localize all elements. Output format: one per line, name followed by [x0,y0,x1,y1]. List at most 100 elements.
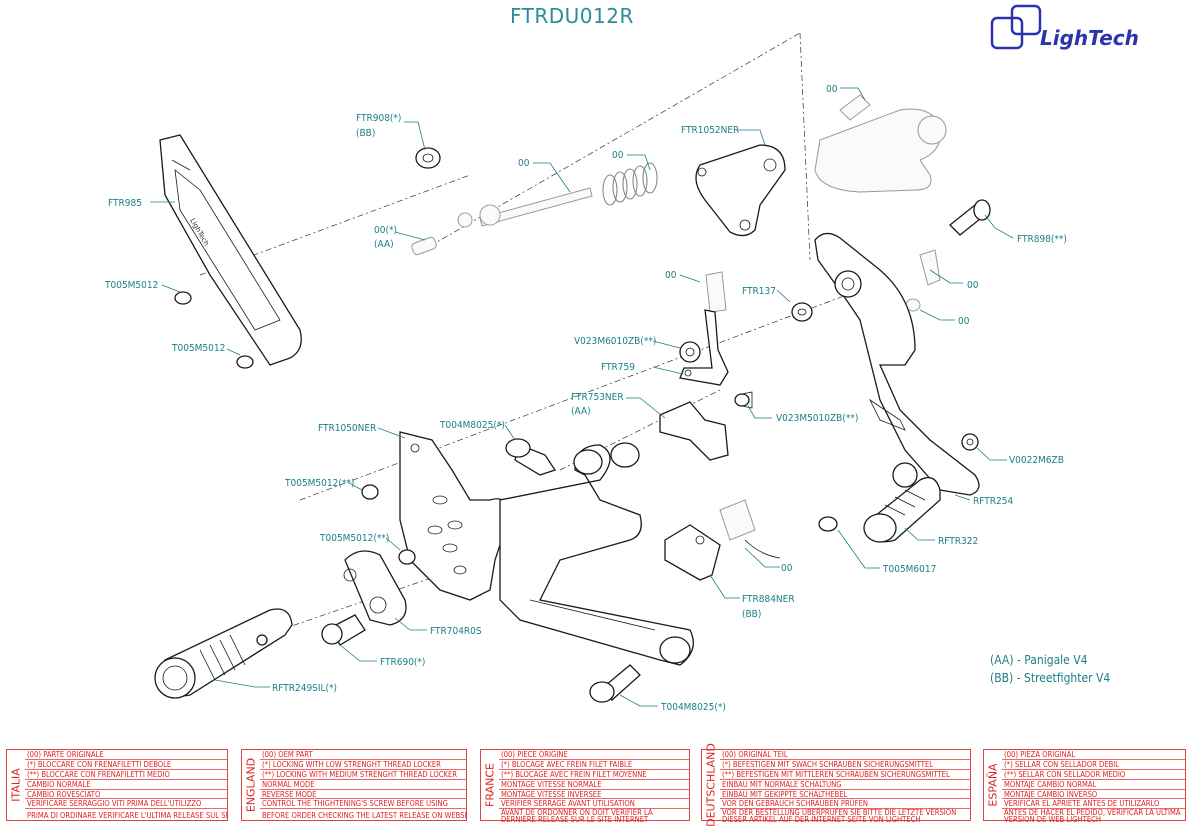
screw-t005m5012-d [398,549,416,565]
link-ftr704r0s [343,550,407,626]
lang-name: ESPAÑA [986,763,1000,807]
label-rftr322: RFTR322 [938,536,978,547]
label-t005m5012-c: T005M5012(**) [284,478,354,489]
part-labels: FTR908(*) (BB) 00 00 FTR1052NER 00 00(*)… [104,84,1067,713]
note-line: EINBAU MIT NORMALE SCHALTUNG [720,780,970,790]
note-line: NORMAL MODE [260,780,466,790]
bracket-ftr753ner [659,401,729,461]
label-ftr985: FTR985 [108,198,142,209]
note-line: (00) PARTE ORIGINALE [25,750,227,760]
notes-france: FRANCE (00) PIECE ORIGINE (*) BLOCAGE AV… [480,749,690,824]
shift-lever [499,442,694,666]
label-t005m6017: T005M6017 [882,564,936,575]
label-bb-2: (BB) [742,609,761,620]
note-line: VERIFICAR EL APRIETE ANTES DE UTILIZARLO [1002,799,1185,810]
label-t005m5012-b: T005M5012 [171,343,225,354]
oem-pushrod [411,187,593,256]
label-ftr908: FTR908(*) [356,113,401,124]
screw-v023m6010zb [679,341,701,363]
bracket-ftr884ner [664,524,721,581]
label-oo-spring: 00 [612,150,624,161]
label-t005m5012-a: T005M5012 [104,280,158,291]
oem-pin-right [905,249,941,312]
brand-mark-icon [990,4,1042,50]
note-line: (*) SELLAR CON SELLADOR DEBIL [1002,760,1185,770]
note-line: (**) BLOCAGE AVEC FREIN FILET MOYENNE [499,770,689,780]
label-t005m5012-d: T005M5012(**) [319,533,389,544]
rearset-plate-ftr1050ner [399,431,511,601]
label-oo-aa: 00(*) [374,225,397,236]
washer-ftr137 [791,302,813,322]
heel-guard-ftr985: LighTech [159,134,302,366]
note-line: CAMBIO NORMALE [25,780,227,790]
nut-v0022m6zb [961,433,979,451]
oem-master-cylinder [814,94,947,193]
note-line: VOR DER BESTELLUNG ÜBERPRÜFEN SIE BITTE … [722,809,957,824]
note-line: VOR DEN GEBRAUCH SCHRAUBEN PRÜFEN [720,799,970,810]
note-line: (**) LOCKING WITH MEDIUM STRENGHT THREAD… [260,770,466,780]
label-t004m8025-b: T004M8025(*) [660,702,726,713]
screw-t005m5012-a [174,291,192,305]
brake-peg-rftr322 [863,462,941,543]
page-title: FTRDU012R [510,4,634,28]
label-v023m6010zb: V023M6010ZB(**) [574,336,656,347]
note-line: MONTAGE VITESSE NORMALE [499,780,689,790]
label-oo-block: 00 [665,270,677,281]
note-line: MONTAGE VITESSE INVERSEE [499,790,689,800]
legend-aa: (AA) - Panigale V4 [990,653,1088,667]
label-ftr704r0s: FTR704R0S [430,626,482,637]
note-line: ANTES DE HACER EL PEDIDO, VERIFICAR LA U… [1004,809,1181,824]
bolt-ftr898 [949,199,991,236]
label-ftr759: FTR759 [601,362,635,373]
label-v0022m6zb: V0022M6ZB [1009,455,1064,466]
note-line: VERIFICARE SERRAGGIO VITI PRIMA DELL'UTI… [25,799,227,810]
note-line: (*) BLOCAGE AVEC FREIN FILET FAIBLE [499,760,689,770]
label-ftr690: FTR690(*) [380,657,425,668]
label-oo-switch: 00 [781,563,793,574]
lang-name: ENGLAND [244,757,258,813]
note-line: (00) PIECE ORIGINE [499,750,689,760]
label-aa-1: (AA) [374,239,394,250]
label-bb-1: (BB) [356,128,375,139]
note-line: MONTAJE CAMBIO INVERSO [1002,790,1185,800]
brake-lever-rftr254 [814,232,980,496]
note-line: PRIMA DI ORDINARE VERIFICARE L'ULTIMA RE… [27,811,227,821]
note-line: MONTAJE CAMBIO NORMAL [1002,780,1185,790]
label-oo-r1: 00 [967,280,979,291]
label-oo-pushrod: 00 [518,158,530,169]
legend-bb: (BB) - Streetfighter V4 [990,671,1111,685]
label-rftr249sil: RFTR249SIL(*) [272,683,337,694]
note-line: EINBAU MIT GEKIPPTE SCHALTHEBEL [720,790,970,800]
note-line: (*) BLOCCARE CON FRENAFILETTI DEBOLE [25,760,227,770]
label-oo-r2: 00 [958,316,970,327]
bolt-t004m8025-b [589,664,641,703]
label-ftr898: FTR898(**) [1017,234,1067,245]
label-oo-cylinder: 00 [826,84,838,95]
lang-name: DEUTSCHLAND [704,743,718,827]
bracket-ftr1052ner [695,144,786,237]
lang-name: FRANCE [483,763,497,807]
label-ftr1050ner: FTR1050NER [318,423,376,434]
screw-v023m5010zb [734,391,753,409]
lang-name: ITALIA [9,768,23,802]
note-line: AVANT DE ORDONNER ON DOIT VÉRIFIER LA DE… [501,809,653,824]
screw-t005m5012-c [361,484,379,500]
note-line: BEFORE ORDER CHECKING THE LATEST RELEASE… [262,811,466,821]
label-ftr1052ner: FTR1052NER [681,125,739,136]
leader-lines [150,87,1014,707]
notes-deutschland: DEUTSCHLAND (00) ORIGINAL TEIL (*) BEFES… [701,743,971,827]
screw-t005m5012-b [236,355,254,369]
oem-spring [602,162,658,206]
bracket-ftr759 [679,309,729,386]
note-line: (*) LOCKING WITH LOW STRENGHT THREAD LOC… [260,760,466,770]
label-v023m5010zb: V023M5010ZB(**) [776,413,858,424]
note-line: CONTROL THE THIGHTENING'S SCREW BEFORE U… [260,799,466,810]
note-line: (00) OEM PART [260,750,466,760]
note-line: (*) BEFESTIGEN MIT SWACH SCHRAUBEN SICHE… [720,760,970,770]
screw-ftr908 [415,147,441,169]
brand-name: LighTech [1040,26,1139,50]
note-line: VERIFIER SERRAGE AVANT UTILISATION [499,799,689,810]
label-aa-2: (AA) [571,406,591,417]
label-ftr137: FTR137 [742,286,776,297]
notes-italia: ITALIA (00) PARTE ORIGINALE (*) BLOCCARE… [6,749,228,821]
